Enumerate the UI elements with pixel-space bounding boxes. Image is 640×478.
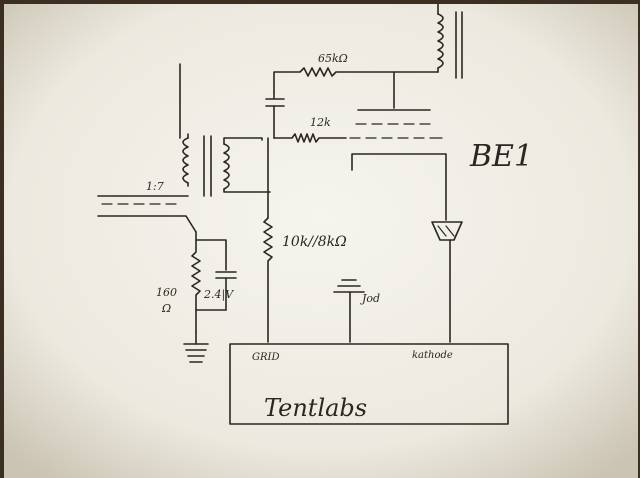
label-box-grid: GRID (252, 352, 280, 363)
plate-resistor (273, 67, 439, 109)
cathode-rc (191, 231, 237, 333)
output-transformer (437, 3, 463, 79)
label-tap: 1:7 (146, 180, 164, 193)
label-cap: 2.4|V (203, 288, 234, 302)
label-r-cathode-unit: Ω (161, 302, 171, 315)
tube-electrodes (349, 109, 443, 139)
label-ground: Jod (360, 292, 380, 305)
label-box-name: Tentlabs (264, 394, 367, 422)
reference-ground-icon (333, 279, 365, 343)
driver-tube (97, 195, 197, 233)
label-r-cathode: 160 (156, 286, 177, 299)
label-r-plate: 65kΩ (318, 52, 348, 65)
screen-resistor (273, 133, 347, 143)
grid-resistor (263, 217, 273, 343)
label-r-grid: 10k//8kΩ (282, 234, 347, 250)
label-box-kathode: kathode (412, 350, 453, 361)
input-transformer (179, 63, 271, 197)
cathode-wire (351, 153, 463, 343)
label-tube: BE1 (469, 139, 533, 174)
paper-sheet (4, 4, 638, 478)
ground-icon (183, 331, 209, 363)
label-r-screen: 12k (310, 116, 331, 129)
coupling-cap (265, 91, 285, 139)
tentlabs-box (229, 343, 509, 425)
